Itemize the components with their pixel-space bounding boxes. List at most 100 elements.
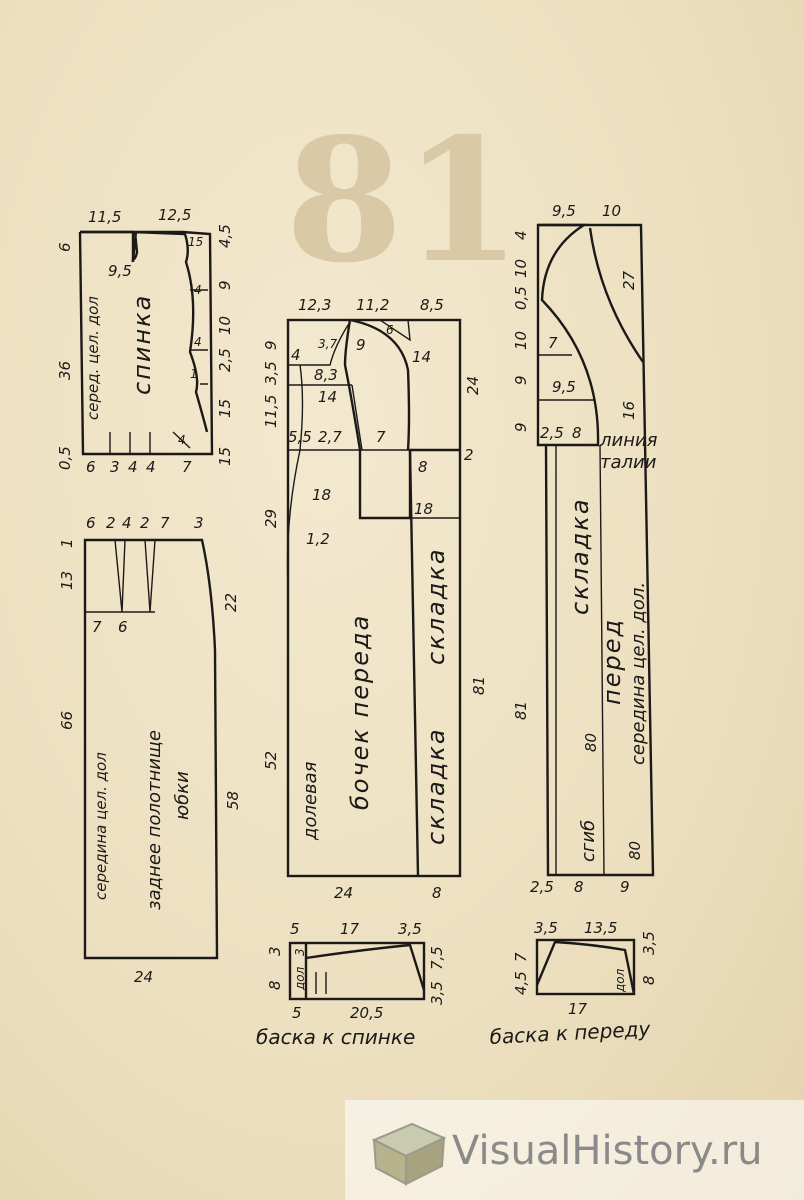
- front-piece: [536, 223, 655, 877]
- skirt-piece: [83, 538, 219, 960]
- front-side-top-3: 8,5: [420, 296, 444, 314]
- front-bottom-3: 9: [620, 878, 630, 896]
- back-inner-5: 1: [190, 367, 198, 381]
- back-top-1: 11,5: [88, 208, 121, 226]
- front-waist-2: талии: [600, 452, 657, 473]
- front-left-3: 0,5: [512, 286, 530, 310]
- skirt-center-line: середина цел. дол: [92, 752, 110, 900]
- front-side-inner-11: 8: [418, 458, 428, 476]
- front-side-inner-12: 18: [312, 486, 331, 504]
- front-left-5: 9: [512, 375, 530, 385]
- skirt-inner-2: 6: [118, 618, 128, 636]
- front-peplum-bottom: 17: [568, 1000, 588, 1018]
- front-side-inner-6: 8,3: [314, 366, 338, 384]
- back-right-4: 2,5: [216, 348, 234, 372]
- front-inner-4: 16: [620, 401, 638, 420]
- front-side-inner-10: 7: [376, 428, 386, 446]
- back-peplum-left-2: 8: [266, 980, 284, 990]
- front-side-inner-1: 4: [291, 346, 301, 364]
- front-side-inner-9: 2,7: [318, 428, 342, 446]
- front-peplum-inner: дол: [613, 968, 627, 993]
- front-side-left-4: 29: [262, 509, 280, 528]
- front-side-fold-2: складка: [422, 727, 450, 845]
- back-peplum-right-1: 7,5: [428, 946, 446, 970]
- skirt-top-2: 2: [106, 514, 116, 532]
- front-bend: сгиб: [578, 820, 599, 862]
- front-side-left-2: 3,5: [262, 361, 280, 385]
- front-side-inner-2: 3,7: [318, 337, 337, 351]
- back-peplum-top-2: 17: [340, 920, 360, 938]
- skirt-right-1: 22: [222, 593, 240, 612]
- front-center-line: середина цел. дол.: [628, 582, 649, 765]
- skirt-name-2: юбки: [172, 771, 193, 820]
- front-side-left-5: 52: [262, 751, 280, 770]
- back-left-3: 0,5: [56, 446, 74, 470]
- back-inner-6: 4: [178, 433, 186, 447]
- skirt-left-3: 66: [58, 711, 76, 730]
- back-bottom-4: 4: [146, 458, 156, 476]
- front-inner-5: 2,5: [540, 424, 564, 442]
- skirt-left-1: 1: [58, 538, 76, 548]
- front-left-4: 10: [512, 331, 530, 350]
- back-peplum-top-1: 5: [290, 920, 300, 938]
- front-side-inner-14: 1,2: [306, 530, 330, 548]
- front-side-inner-4: 6: [386, 323, 394, 337]
- front-peplum-right-2: 8: [640, 975, 658, 985]
- back-peplum-piece: [288, 941, 426, 1001]
- back-bottom-2: 3: [110, 458, 120, 476]
- front-left-1: 4: [512, 230, 530, 240]
- back-top-2: 12,5: [158, 206, 191, 224]
- front-side-left-3: 11,5: [262, 395, 280, 428]
- back-peplum-caption: баска к спинке: [256, 1025, 415, 1049]
- front-top-2: 10: [602, 202, 621, 220]
- back-bottom-1: 6: [86, 458, 96, 476]
- front-waist-1: линия: [599, 430, 658, 451]
- front-side-top-2: 11,2: [356, 296, 389, 314]
- front-fold: складка: [566, 497, 594, 615]
- skirt-bottom: 24: [134, 968, 153, 986]
- back-inner-2: 15: [188, 235, 203, 249]
- front-inner-1: 27: [620, 270, 638, 290]
- front-inner-3: 9,5: [552, 378, 576, 396]
- back-peplum-bottom-1: 5: [292, 1004, 302, 1022]
- front-peplum-top-2: 13,5: [584, 919, 617, 937]
- front-inner-6: 8: [572, 424, 582, 442]
- front-left-6: 9: [512, 422, 530, 432]
- front-inner-8: 80: [626, 841, 644, 860]
- back-inner-1: 9,5: [108, 262, 132, 280]
- front-side-left-1: 9: [262, 340, 280, 350]
- front-peplum-piece: [535, 938, 636, 996]
- back-center-line: серед. цел. дол: [84, 296, 102, 420]
- back-piece: [78, 230, 214, 456]
- skirt-top-3: 4: [122, 514, 132, 532]
- front-side-right-1: 24: [464, 376, 482, 395]
- back-inner-4: 4: [194, 335, 202, 349]
- back-peplum-inner-1: 3: [293, 948, 307, 956]
- skirt-inner-1: 7: [92, 618, 102, 636]
- front-side-right-3: 81: [470, 676, 488, 695]
- back-peplum-top-3: 3,5: [398, 920, 422, 938]
- skirt-top-1: 6: [86, 514, 96, 532]
- background-stamp: 81: [285, 101, 522, 301]
- front-inner-7: 80: [582, 733, 600, 752]
- front-side-name: бочек переда: [346, 614, 374, 810]
- front-side-inner-13: 18: [414, 500, 433, 518]
- front-left-7: 81: [512, 701, 530, 720]
- front-left-2: 10: [512, 259, 530, 278]
- front-side-bottom-1: 24: [334, 884, 353, 902]
- front-side-inner-3: 9: [356, 336, 366, 354]
- skirt-top-6: 3: [194, 514, 204, 532]
- skirt-right-2: 58: [224, 791, 242, 810]
- back-right-6: 15: [216, 447, 234, 466]
- back-right-2: 9: [216, 280, 234, 290]
- skirt-name-1: заднее полотнище: [144, 730, 165, 910]
- back-bottom-5: 7: [182, 458, 192, 476]
- front-side-inner-7: 14: [318, 388, 337, 406]
- front-side-fold-1: складка: [422, 547, 450, 665]
- front-name: перед: [598, 618, 626, 705]
- watermark-text: VisualHistory.ru: [452, 1128, 763, 1174]
- front-inner-2: 7: [548, 334, 558, 352]
- front-side-piece: [286, 318, 462, 878]
- front-side-right-2: 2: [464, 446, 474, 464]
